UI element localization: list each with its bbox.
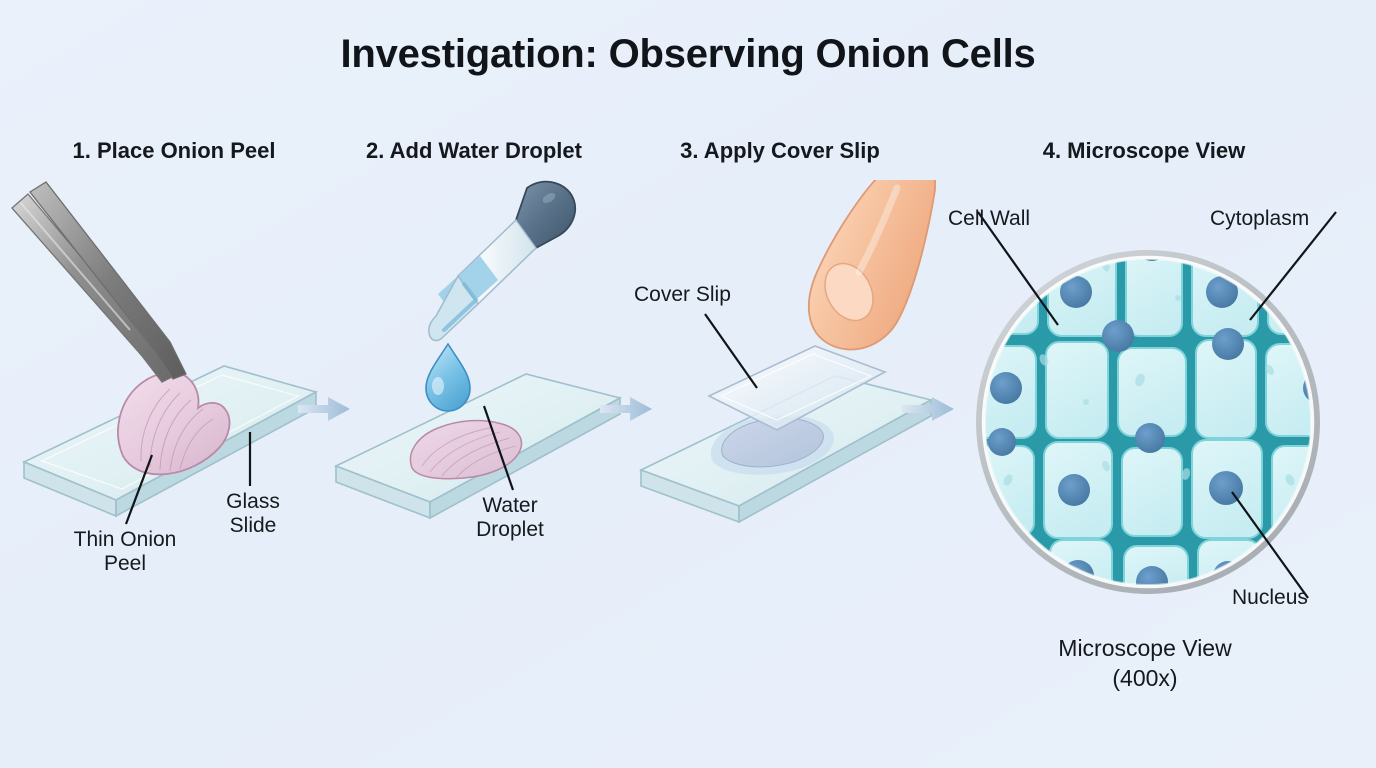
water-droplet bbox=[425, 342, 471, 412]
label-cell-wall: Cell Wall bbox=[948, 207, 1031, 230]
leader-nucleus bbox=[1231, 491, 1309, 599]
cell-row bbox=[985, 320, 1311, 439]
fingertip bbox=[807, 180, 936, 351]
step-heading-4: 4. Microscope View bbox=[1042, 138, 1246, 163]
label-nucleus: Nucleus bbox=[1232, 586, 1308, 609]
step-heading-2: 2. Add Water Droplet bbox=[366, 138, 582, 163]
step-arrow-2-to-3 bbox=[600, 397, 652, 421]
step-heading-1: 1. Place Onion Peel bbox=[72, 138, 276, 163]
onion-peel-1 bbox=[117, 371, 231, 476]
label-cover-slip: Cover Slip bbox=[634, 283, 731, 306]
microscope-view-illustration bbox=[940, 180, 1370, 700]
label-thin-onion-peel: Thin Onion Peel bbox=[73, 528, 177, 576]
label-water-droplet: Water Droplet bbox=[476, 494, 544, 542]
cell-field bbox=[985, 259, 1311, 585]
leader-cell-wall bbox=[977, 211, 1059, 326]
step-3-svg bbox=[638, 180, 936, 524]
cover-slip bbox=[707, 345, 887, 431]
step-1-illustration bbox=[10, 180, 340, 600]
tweezers bbox=[11, 181, 187, 383]
wet-specimen bbox=[710, 414, 834, 475]
leader-cytoplasm bbox=[1249, 211, 1337, 321]
step-heading-3: 3. Apply Cover Slip bbox=[680, 138, 880, 163]
label-cytoplasm: Cytoplasm bbox=[1210, 207, 1310, 230]
step-arrow-1-to-2 bbox=[298, 397, 350, 421]
microscope-caption: Microscope View (400x) bbox=[1058, 635, 1232, 691]
label-glass-slide: Glass Slide bbox=[226, 490, 280, 538]
page-title: Investigation: Observing Onion Cells bbox=[340, 32, 1036, 76]
step-1-svg bbox=[11, 181, 319, 518]
leader-lines bbox=[977, 211, 1337, 599]
microscope-svg bbox=[976, 211, 1337, 599]
step-3-illustration bbox=[635, 180, 945, 600]
dropper bbox=[428, 180, 577, 342]
step-arrow-3-to-4 bbox=[902, 397, 954, 421]
